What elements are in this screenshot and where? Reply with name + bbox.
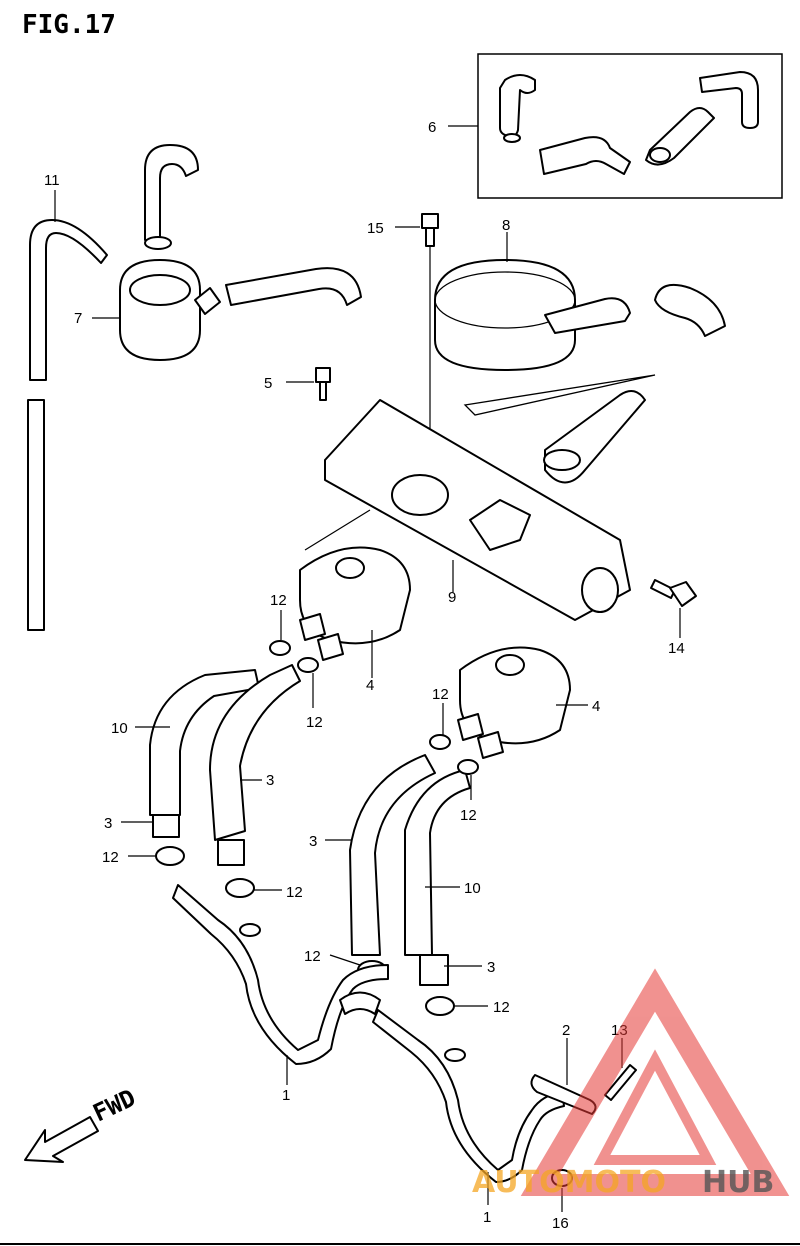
callout-12-d: 12 (460, 807, 477, 824)
callout-3-a: 3 (266, 772, 274, 789)
callout-4-a: 4 (366, 677, 374, 694)
callout-9: 9 (448, 589, 456, 606)
callout-15: 15 (367, 220, 384, 237)
watermark-brand-a: AUTOMOTO (472, 1165, 666, 1200)
callout-7: 7 (74, 310, 82, 327)
watermark-triangle-icon (520, 968, 790, 1196)
part-8-air-cleaner (434, 232, 726, 484)
part-10-hose-right (404, 769, 482, 986)
callout-16: 16 (552, 1215, 569, 1232)
figure-title: FIG.17 (22, 10, 116, 40)
part-6-hose-set (448, 53, 783, 199)
part-4-valve-lower (457, 646, 588, 759)
part-1-pipe-left (172, 884, 389, 1085)
part-3-hose-right (325, 754, 436, 956)
callout-3-b: 3 (104, 815, 112, 832)
callout-12-g: 12 (304, 948, 321, 965)
part-7-reed-valve (92, 144, 362, 361)
callout-3-d: 3 (487, 959, 495, 976)
callout-1-a: 1 (282, 1087, 290, 1104)
part-15-bolt (395, 213, 439, 450)
part-10-hose-left (135, 669, 260, 838)
callout-12-f: 12 (286, 884, 303, 901)
callout-12-e: 12 (102, 849, 119, 866)
callout-2: 2 (562, 1022, 570, 1039)
watermark-logo (520, 968, 790, 1196)
fwd-label: FWD (89, 1084, 140, 1128)
callout-4-b: 4 (592, 698, 600, 715)
callout-12-a: 12 (270, 592, 287, 609)
callout-11: 11 (44, 172, 60, 189)
part-3-hose-left (121, 664, 301, 866)
fwd-direction-arrow: FWD (24, 1084, 140, 1163)
callout-12-c: 12 (432, 686, 449, 703)
callout-10-b: 10 (464, 880, 481, 897)
callout-8: 8 (502, 217, 510, 234)
callout-12-h: 12 (493, 999, 510, 1016)
callout-10-a: 10 (111, 720, 128, 737)
part-9-bracket (304, 399, 631, 621)
callout-5: 5 (264, 375, 272, 392)
callout-14: 14 (668, 640, 685, 657)
part-4-valve-upper (299, 546, 411, 678)
watermark-brand-b: HUB (702, 1165, 774, 1200)
part-11-long-hose (27, 190, 108, 631)
part-1-pipe-right (372, 1009, 565, 1205)
callout-3-c: 3 (309, 833, 317, 850)
part-5-bolt (286, 367, 331, 401)
clamps-12 (128, 610, 488, 1016)
callout-1-b: 1 (483, 1209, 491, 1226)
part-14-bolt (650, 579, 697, 638)
callout-6: 6 (428, 119, 436, 136)
callout-12-b: 12 (306, 714, 323, 731)
